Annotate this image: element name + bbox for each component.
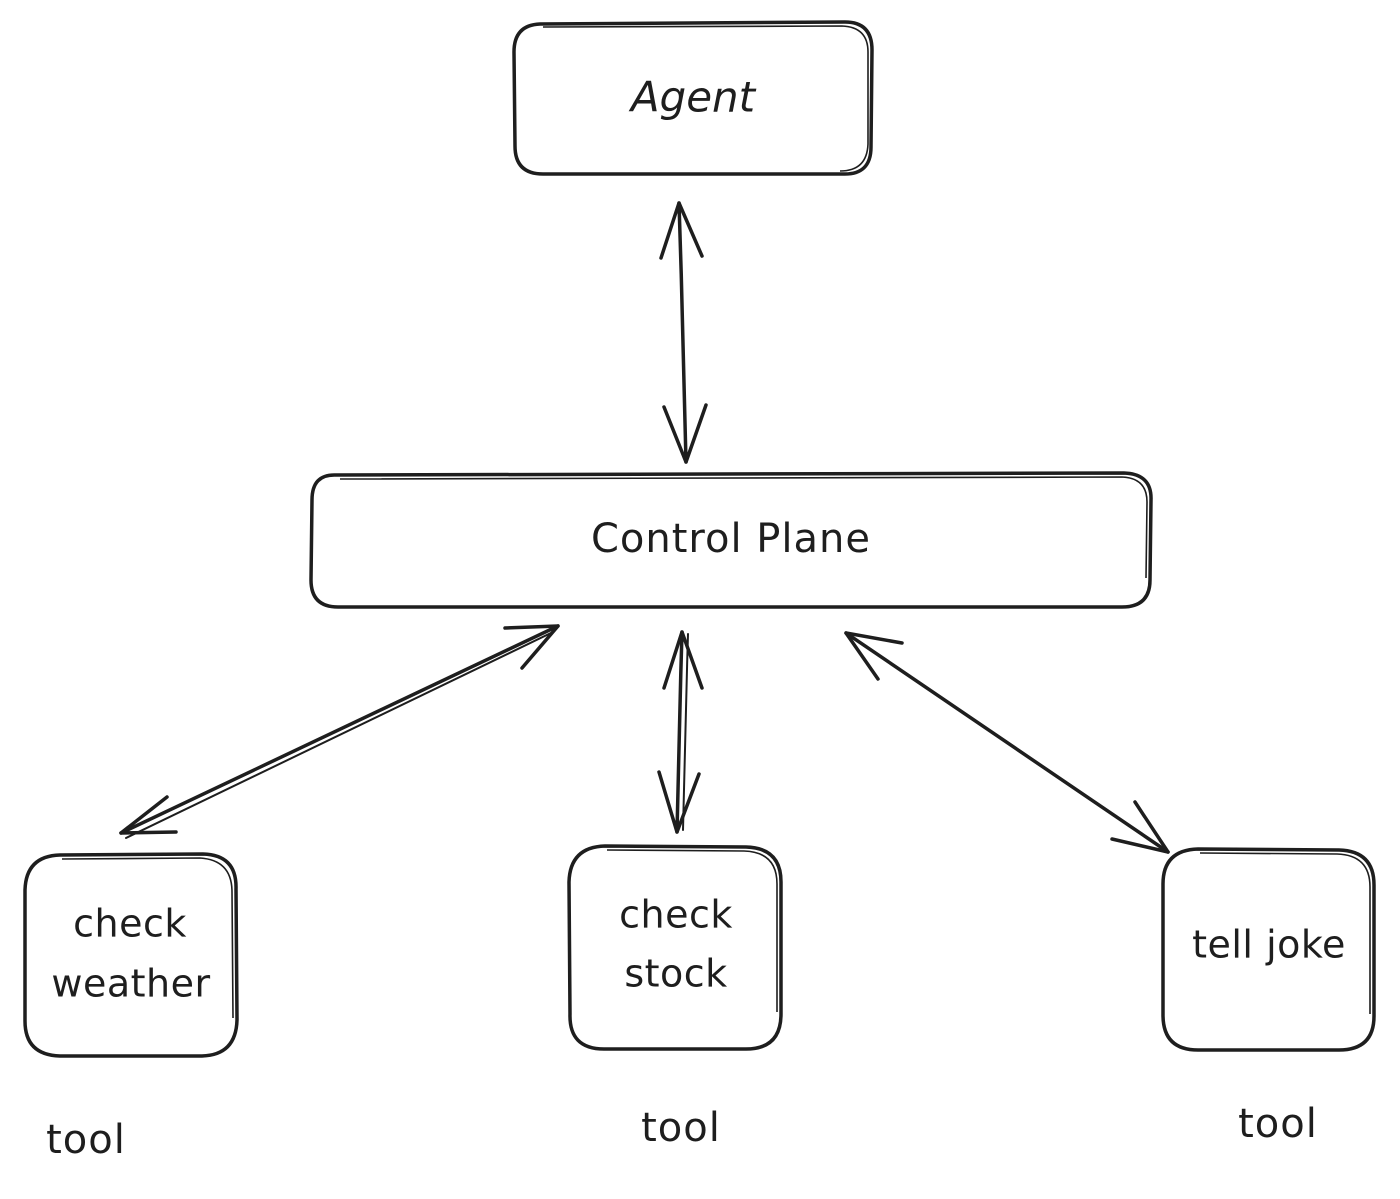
check-stock-node[interactable]: check stock [567,844,783,1051]
tell-joke-line-1: tell joke [1192,923,1346,967]
agent-label: Agent [628,73,757,122]
edge-control-plane-check-weather [119,624,560,839]
check-stock-line-2: stock [624,952,727,996]
check-weather-caption: tool [46,1117,126,1163]
check-weather-node[interactable]: check weather [23,852,239,1058]
tell-joke-node[interactable]: tell joke [1161,847,1376,1052]
edge-control-plane-check-stock [657,630,704,834]
edge-agent-control-plane [659,201,708,464]
tell-joke-caption: tool [1238,1101,1318,1147]
edge-control-plane-tell-joke [844,631,1170,854]
agent-node[interactable]: Agent [512,20,874,176]
control-plane-node[interactable]: Control Plane [309,471,1153,609]
control-plane-label: Control Plane [591,516,871,562]
check-stock-line-1: check [619,893,733,937]
check-stock-caption: tool [641,1105,721,1151]
check-weather-line-2: weather [51,962,210,1006]
check-weather-line-1: check [73,902,187,946]
